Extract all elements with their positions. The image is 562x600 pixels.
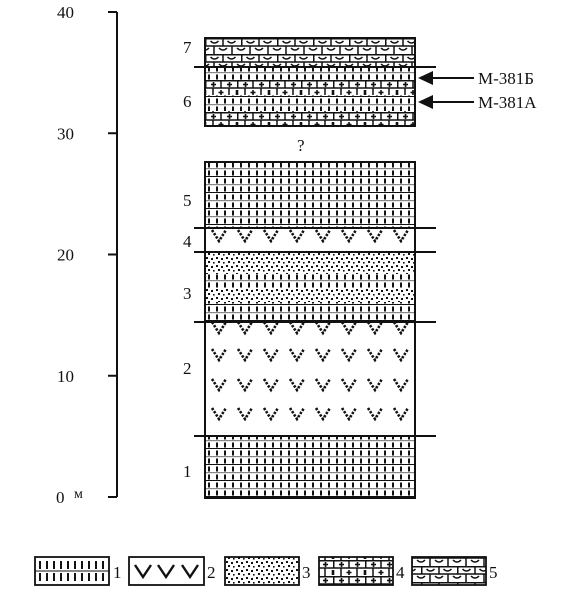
v-shape-mark [314, 348, 332, 363]
v-shape-mark [340, 348, 358, 363]
v-shape-mark [366, 407, 384, 422]
scale-tick-label-30: 30 [57, 124, 74, 143]
scale-tick-label-0: 0 [56, 488, 65, 507]
sample-arrow-head-b [418, 71, 433, 85]
v-shape-mark [392, 229, 410, 244]
sample-arrow-head-a [418, 95, 433, 109]
v-shape-mark [314, 407, 332, 422]
layer-number-3: 3 [183, 284, 192, 303]
lithology-legend: 1 2 3 4 5 [34, 556, 498, 586]
legend-swatch-bricks-cups [411, 556, 487, 586]
legend-v-mark [157, 564, 175, 580]
legend-v-mark [134, 564, 152, 580]
layer-6-fill-cross-a [205, 81, 415, 95]
legend-label-1: 1 [113, 563, 122, 582]
v-shape-mark [366, 229, 384, 244]
v-shape-mark [210, 348, 228, 363]
layer-3-fill-dots-a [205, 252, 415, 274]
v-shape-mark [314, 321, 332, 336]
v-shape-mark [392, 321, 410, 336]
upper-block-outline [204, 37, 416, 127]
layer-number-5: 5 [183, 191, 192, 210]
scale-tick-label-40: 40 [57, 3, 74, 22]
v-shape-mark [340, 321, 358, 336]
v-shape-mark [314, 229, 332, 244]
v-shape-mark [210, 378, 228, 393]
v-shape-mark [262, 378, 280, 393]
v-shape-mark [392, 348, 410, 363]
layer-1-fill [205, 436, 415, 498]
legend-item-5: 5 [411, 556, 498, 586]
v-shape-mark [392, 407, 410, 422]
sample-label-a: М-381А [478, 93, 537, 112]
legend-swatch-crosses-bricks [318, 556, 394, 586]
legend-dash-marks [35, 561, 109, 581]
v-shape-mark [288, 229, 306, 244]
v-shape-mark [236, 321, 254, 336]
layer-number-7: 7 [183, 38, 192, 57]
legend-label-5: 5 [489, 563, 498, 582]
sample-markers: М-381Б М-381А [418, 69, 537, 112]
v-shape-mark [262, 407, 280, 422]
v-shape-mark [262, 348, 280, 363]
v-shape-mark [366, 348, 384, 363]
depth-scale: 0 10 20 30 40 м [56, 3, 118, 507]
v-shape-mark [210, 321, 228, 336]
layer-6-fill-cross-b [205, 111, 415, 126]
layer-2-fill [205, 322, 415, 436]
v-shape-mark [340, 229, 358, 244]
stratigraphic-column: 1 2 3 4 5 6 7 ? [183, 37, 436, 499]
v-shape-mark [366, 378, 384, 393]
v-shape-mark [340, 407, 358, 422]
v-shape-mark [288, 321, 306, 336]
sample-label-b: М-381Б [478, 69, 534, 88]
layer-3-fill-dots-b [205, 288, 415, 302]
layer-6-fill-mid-dash [205, 95, 415, 111]
v-shape-marks [210, 229, 410, 422]
scale-ticks: 0 10 20 30 40 [56, 3, 117, 507]
legend-item-4: 4 [318, 556, 405, 586]
layer-3-fill-dash-b [205, 302, 415, 322]
legend-label-2: 2 [207, 563, 216, 582]
v-shape-mark [236, 378, 254, 393]
legend-v-marks [134, 564, 199, 580]
layer-number-4: 4 [183, 232, 192, 251]
v-shape-mark [366, 321, 384, 336]
legend-item-2: 2 [128, 556, 216, 586]
scale-tick-label-10: 10 [57, 367, 74, 386]
lower-block-outline [204, 161, 416, 499]
v-shape-mark [288, 378, 306, 393]
layer-6-fill-upper-dash [205, 67, 415, 81]
scale-unit-label: м [74, 487, 83, 502]
layer-number-2: 2 [183, 359, 192, 378]
v-shape-mark [236, 407, 254, 422]
legend-swatch-v-shapes [128, 556, 205, 586]
v-shape-mark [340, 378, 358, 393]
v-shape-mark [262, 229, 280, 244]
layer-number-1: 1 [183, 462, 192, 481]
v-shape-mark [210, 407, 228, 422]
legend-label-3: 3 [302, 563, 311, 582]
v-shape-mark [262, 321, 280, 336]
legend-item-1: 1 [34, 556, 122, 586]
scale-tick-label-20: 20 [57, 246, 74, 265]
layer-7-fill [205, 38, 415, 67]
layer-number-6: 6 [183, 92, 192, 111]
layer-5-fill [205, 162, 415, 228]
legend-swatch-dots [224, 556, 300, 586]
layer-4-fill [205, 228, 415, 252]
layer-3-fill-dash-a [205, 274, 415, 288]
legend-item-3: 3 [224, 556, 311, 586]
legend-v-mark [181, 564, 199, 580]
v-shape-mark [288, 348, 306, 363]
v-shape-mark [210, 229, 228, 244]
v-shape-mark [236, 348, 254, 363]
v-shape-mark [314, 378, 332, 393]
v-shape-mark [236, 229, 254, 244]
legend-label-4: 4 [396, 563, 405, 582]
v-shape-mark [392, 378, 410, 393]
gap-question-mark: ? [297, 136, 305, 155]
v-shape-mark [288, 407, 306, 422]
